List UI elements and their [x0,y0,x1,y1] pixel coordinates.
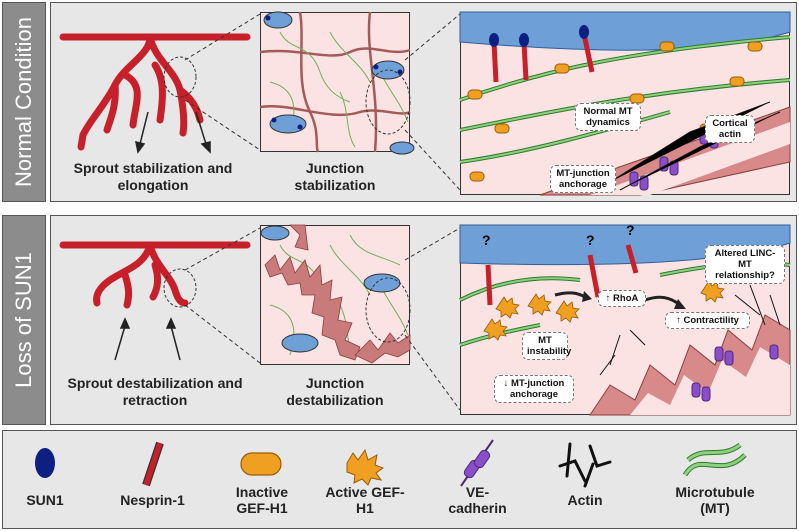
legend-label-microtubule: Microtubule (MT) [665,484,765,516]
sun1-icon [35,448,55,478]
legend-label-ve-cadherin-text: VE-cadherin [448,484,507,516]
legend-panel [2,430,797,529]
junction-caption-normal-text: Junction stabilization [294,160,376,193]
callout-contractility-text: Contractility [683,315,739,326]
microtubule-icon [682,442,747,477]
legend-label-inactive-gef: Inactive GEF-H1 [222,484,302,516]
side-label-loss: Loss of SUN1 [2,215,46,425]
legend-label-inactive-gef-text: Inactive GEF-H1 [235,484,289,516]
vessel-tree-loss [59,241,251,309]
sprout-caption-normal-text: Sprout stabilization and elongation [73,160,233,193]
ve-cadherin-icon [460,439,494,487]
nesprin-icon [142,441,164,487]
sprout-arrows-normal [135,111,211,154]
callout-linc: Altered LINC-MT relationship? [705,245,785,284]
junction-caption-loss: Junction destabilization [260,375,410,409]
rhoa-up-arrow: ↑ [605,293,611,304]
callout-mt-instability-text: MT instability [527,335,572,357]
callout-contractility: ↑ Contractility [665,312,750,329]
side-label-normal: Normal Condition [2,2,46,202]
active-gef-icon [346,448,385,486]
question-mark-1-text: ? [482,232,491,248]
callout-linc-text: Altered LINC-MT relationship? [714,248,776,281]
zoom-circle-normal [163,56,197,98]
inactive-gef-icon [240,452,282,476]
zoom-circle-loss [163,268,197,308]
junction-network-loss [260,224,411,364]
legend-label-microtubule-text: Microtubule (MT) [675,484,755,516]
callout-cortical-actin-text: Cortical actin [712,118,748,140]
sprout-arrows-loss [114,317,181,361]
callout-anchorage-loss: ↓ MT-junction anchorage [494,375,574,403]
legend-label-actin: Actin [550,492,620,508]
callout-cortical-actin: Cortical actin [705,115,755,143]
question-mark-1: ? [482,232,491,248]
legend-label-active-gef-text: Active GEF-H1 [325,484,405,516]
legend-label-sun1-text: SUN1 [26,492,64,508]
question-mark-3: ? [626,222,635,238]
vessel-tree-normal [59,33,251,151]
question-mark-2-text: ? [586,232,595,248]
callout-rhoa: ↑ RhoA [598,290,646,307]
callout-anchorage-normal: MT-junction anchorage [550,165,616,193]
junction-caption-loss-text: Junction destabilization [286,375,384,408]
question-mark-3-text: ? [626,222,635,238]
callout-mt-dynamics: Normal MT dynamics [575,103,641,131]
callout-mt-instability: MT instability [522,332,572,360]
legend-label-nesprin: Nesprin-1 [105,492,200,508]
callout-anchorage-loss-text: MT-junction anchorage [509,378,565,400]
sprout-caption-loss-text: Sprout destabilization and retraction [67,375,243,408]
actin-icon [558,442,612,488]
legend-label-sun1: SUN1 [10,492,80,508]
callout-anchorage-normal-text: MT-junction anchorage [556,168,610,190]
sprout-caption-loss: Sprout destabilization and retraction [55,375,255,409]
legend-label-ve-cadherin: VE-cadherin [440,484,515,516]
anchorage-down-arrow: ↓ [503,378,509,389]
legend-label-nesprin-text: Nesprin-1 [120,492,185,508]
sprout-caption-normal: Sprout stabilization and elongation [58,160,248,194]
junction-network-normal [259,11,415,155]
legend-label-active-gef: Active GEF-H1 [325,484,405,516]
contractility-up-arrow: ↑ [676,315,681,326]
legend-label-actin-text: Actin [567,492,603,508]
callout-mt-dynamics-text: Normal MT dynamics [583,106,633,128]
callout-rhoa-text: RhoA [613,293,639,304]
junction-caption-normal: Junction stabilization [275,160,395,194]
question-mark-2: ? [586,232,595,248]
